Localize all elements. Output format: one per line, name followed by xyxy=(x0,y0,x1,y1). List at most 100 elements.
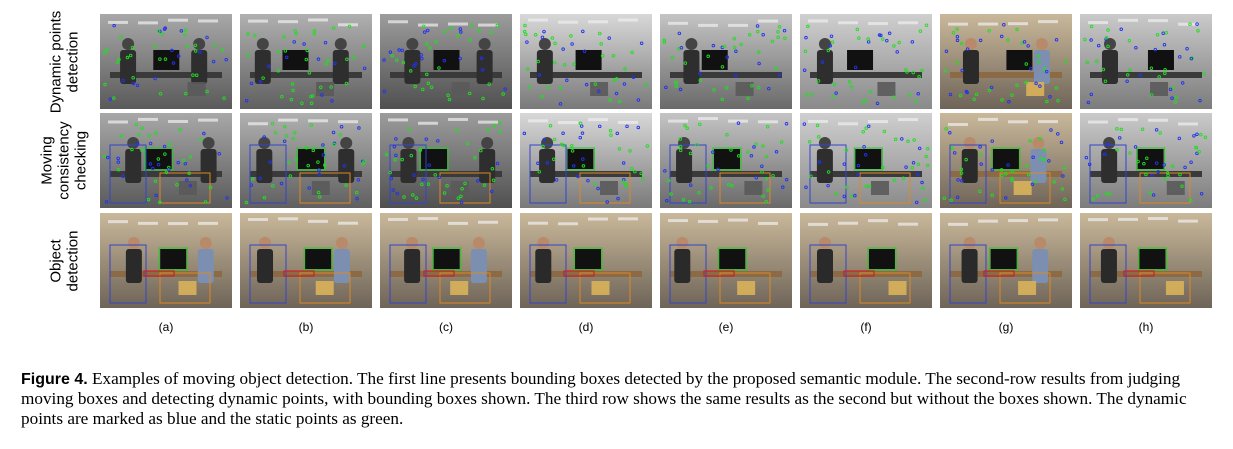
dynamic-point xyxy=(989,85,994,90)
ceiling-light xyxy=(198,221,218,225)
dynamic-point xyxy=(249,81,254,86)
static-point xyxy=(463,181,467,186)
static-point xyxy=(698,122,702,127)
dynamic-point xyxy=(323,40,328,45)
static-point xyxy=(1106,28,1110,32)
person-head xyxy=(335,237,348,249)
photo-canvas xyxy=(660,213,792,308)
dynamic-point xyxy=(1178,55,1182,59)
dynamic-point xyxy=(131,81,136,86)
dynamic-point xyxy=(1156,170,1160,174)
dynamic-point xyxy=(960,178,964,183)
static-point xyxy=(1033,179,1037,183)
person-body xyxy=(125,149,142,183)
chair xyxy=(451,82,470,96)
ceiling-light xyxy=(528,18,548,22)
object-bounding-box xyxy=(439,172,491,204)
dynamic-point xyxy=(784,121,789,126)
ceiling-light xyxy=(1038,218,1058,222)
dynamic-point xyxy=(316,57,321,61)
static-point xyxy=(287,160,291,165)
static-point xyxy=(906,139,910,144)
static-point xyxy=(425,72,429,77)
dynamic-point xyxy=(597,124,602,129)
ceiling-light xyxy=(168,18,188,22)
dynamic-point xyxy=(154,193,158,198)
static-point xyxy=(134,122,139,127)
dynamic-point xyxy=(698,71,702,76)
dynamic-point xyxy=(944,49,949,53)
static-point xyxy=(1106,44,1110,49)
static-point xyxy=(570,143,574,148)
keyboard-bounding-box xyxy=(983,270,1015,277)
static-point xyxy=(1103,79,1108,83)
ceiling-light xyxy=(1008,22,1028,26)
static-point xyxy=(1189,198,1193,203)
static-point xyxy=(282,34,286,39)
static-point xyxy=(158,57,162,61)
dynamic-point xyxy=(292,40,296,44)
static-point xyxy=(270,121,275,126)
dynamic-point xyxy=(734,73,738,78)
dynamic-point xyxy=(422,30,427,34)
dynamic-point xyxy=(916,92,920,96)
dynamic-point xyxy=(307,186,311,190)
dynamic-point xyxy=(1105,142,1110,147)
monitor xyxy=(992,149,1019,169)
person-body xyxy=(676,149,693,183)
dynamic-point xyxy=(458,27,463,31)
person-head xyxy=(685,38,698,50)
dynamic-point xyxy=(614,91,619,96)
keyboard-bounding-box xyxy=(423,270,455,277)
static-point xyxy=(1024,80,1028,85)
static-point xyxy=(804,93,809,97)
dynamic-point xyxy=(1038,84,1042,88)
person-head xyxy=(334,38,347,50)
dynamic-point xyxy=(911,160,916,165)
static-point xyxy=(959,167,964,172)
static-point xyxy=(163,152,167,156)
static-point xyxy=(188,155,193,159)
static-point xyxy=(1163,177,1167,181)
dynamic-point xyxy=(639,41,644,45)
person-bounding-box xyxy=(949,144,987,204)
dynamic-point xyxy=(1089,38,1093,42)
static-point xyxy=(569,34,573,38)
person-head xyxy=(964,38,977,50)
static-point xyxy=(103,51,107,55)
static-point xyxy=(722,44,727,49)
static-point xyxy=(774,66,778,71)
person-head xyxy=(1034,237,1047,249)
dynamic-point xyxy=(754,176,759,180)
ceiling-light xyxy=(668,219,688,223)
dynamic-point xyxy=(542,29,546,34)
dynamic-point xyxy=(1180,81,1185,85)
desk xyxy=(950,271,1062,277)
static-point xyxy=(102,154,107,159)
person-body xyxy=(404,50,421,84)
static-point xyxy=(750,84,754,88)
static-point xyxy=(479,148,483,153)
static-point xyxy=(1199,132,1203,137)
dynamic-point xyxy=(636,98,641,102)
static-point xyxy=(639,171,643,176)
static-point xyxy=(388,170,392,175)
person-body xyxy=(1033,50,1050,84)
ceiling-light xyxy=(758,19,778,23)
person-bounding-box xyxy=(109,144,147,204)
dynamic-point xyxy=(916,172,920,177)
dynamic-point xyxy=(1168,87,1173,92)
static-point xyxy=(695,142,699,147)
photo-object-c xyxy=(380,213,512,308)
photo-canvas xyxy=(660,14,792,109)
person-head xyxy=(127,237,140,249)
dynamic-point xyxy=(355,196,359,201)
dynamic-point xyxy=(1054,38,1059,42)
dynamic-point xyxy=(965,47,970,51)
static-point xyxy=(407,127,411,131)
dynamic-point xyxy=(382,58,386,62)
object-bounding-box xyxy=(299,172,351,204)
chair xyxy=(450,281,469,295)
col-label-h: (h) xyxy=(1138,320,1154,334)
static-point xyxy=(916,162,921,167)
